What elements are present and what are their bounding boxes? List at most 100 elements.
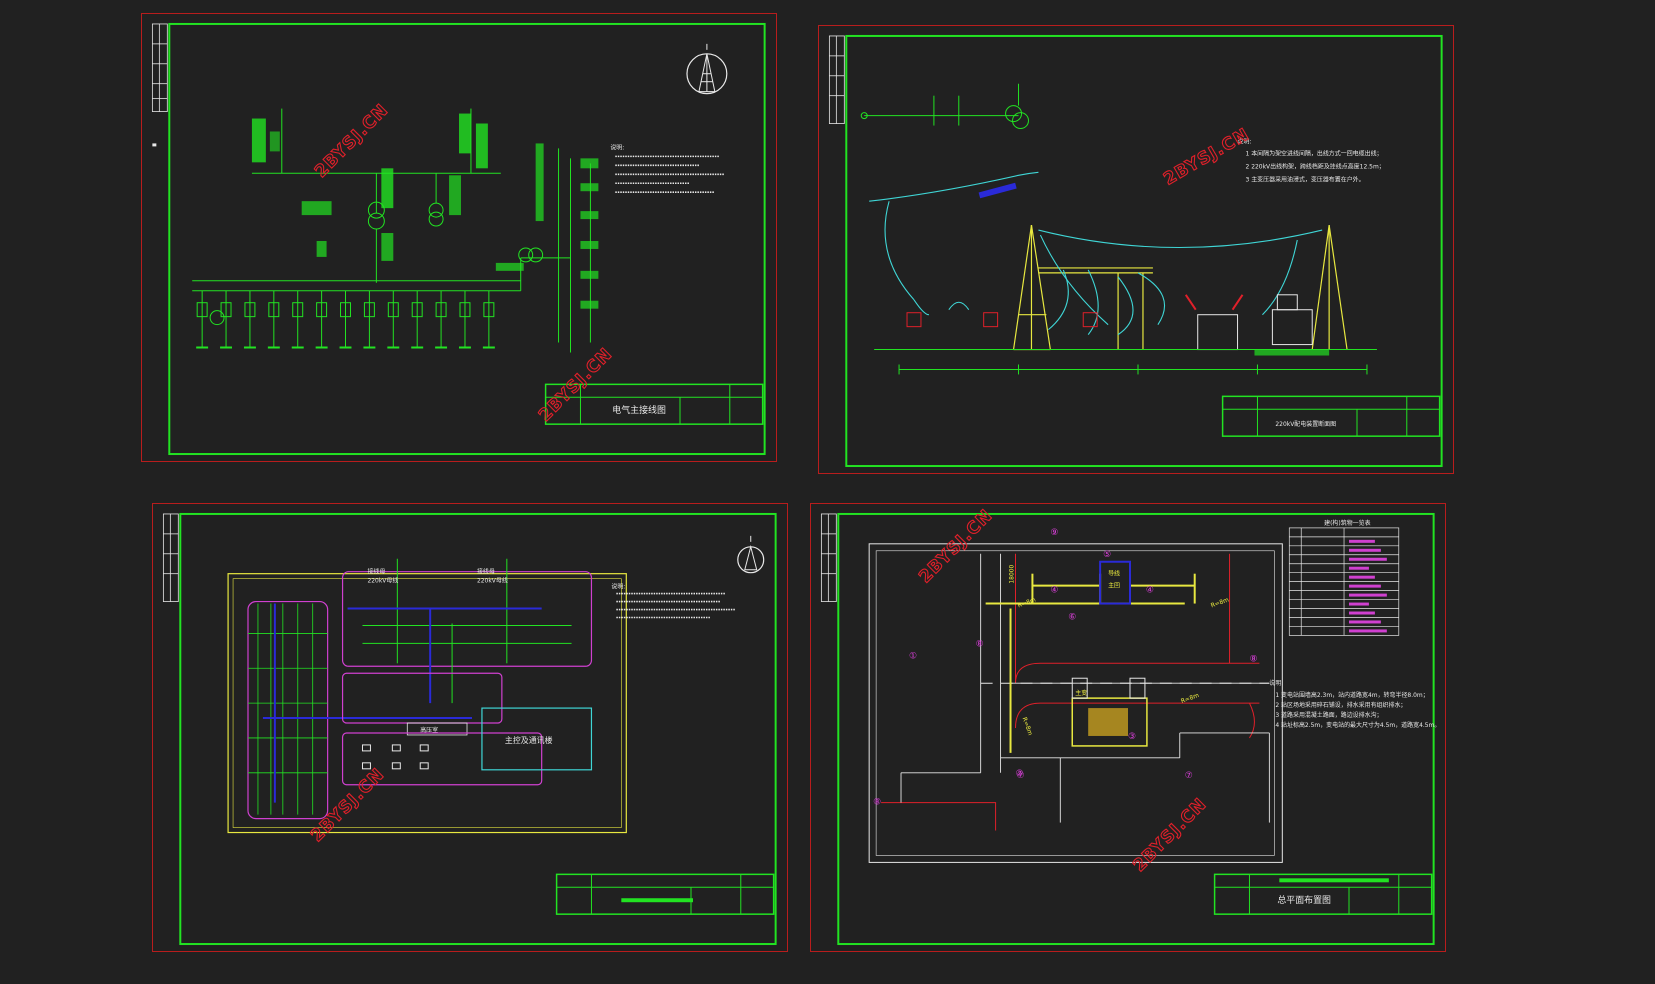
area-number: ⑤: [1103, 550, 1111, 560]
drawing-frame: [845, 34, 1443, 468]
feeder-bays: [196, 290, 495, 349]
gantry-structures: [1012, 225, 1348, 351]
note-line: 2 220kV出线构架，跨线档距及挂线点高度12.5m；: [1246, 162, 1385, 170]
notes-lines: [615, 155, 725, 193]
transformer-area: [341, 672, 503, 724]
area-number: ⑥: [1068, 612, 1076, 622]
small-rooms: [361, 744, 429, 770]
feeder-breaker: [196, 302, 208, 318]
area-number: ④: [1050, 586, 1058, 596]
feeder-breaker: [459, 302, 471, 318]
feeder-breaker: [340, 302, 351, 318]
area-number: ④: [1146, 586, 1154, 596]
bay-right-label: 接线母: [477, 568, 495, 576]
area-number: ①: [909, 651, 917, 661]
road-edges: [900, 553, 1270, 823]
title-block: [555, 873, 775, 915]
note-line: 1 变电站围墙高2.3m，站内道路宽4m，转弯半径8.0m；: [1275, 691, 1428, 699]
table-cell-text: [1349, 629, 1387, 633]
radius-label: R=8m: [1021, 716, 1034, 736]
table-cell-text: [1349, 620, 1381, 624]
hv-room-label: 高压室: [420, 726, 438, 734]
area-number: ③: [1128, 732, 1136, 742]
bay-top-area: [341, 571, 593, 667]
feeder-breaker: [316, 302, 328, 318]
table-cell-text: [1349, 548, 1381, 552]
table-cell-text: [1349, 611, 1375, 615]
drawing-frame: [168, 22, 766, 456]
title-block: [544, 383, 764, 425]
feeder-breaker: [244, 302, 256, 318]
note-line: 2 站区场地采用碎石铺设，排水采用有组织排水；: [1275, 701, 1406, 709]
drawing-frame: [179, 512, 777, 946]
roads: [881, 553, 1260, 831]
bay-equipment: [906, 294, 1330, 356]
bay-left-label: 接线母: [367, 568, 385, 576]
area-number: ⑨: [1050, 528, 1058, 538]
bay-center: [1099, 560, 1131, 605]
bottom-area: [341, 732, 543, 786]
revision-strip: [828, 35, 845, 124]
title-bar: [1279, 878, 1389, 883]
drawing-sheet-main-wiring[interactable]: 说明: 电气主接线图 2BYSJ.CN 2BYSJ.CN: [141, 13, 777, 462]
main-transformer-label: 主变: [1075, 689, 1087, 697]
feeder-breaker: [387, 302, 399, 318]
drawing-frame: [837, 512, 1435, 946]
table-cell-text: [1349, 602, 1369, 606]
feeder-breaker: [292, 302, 304, 318]
bay-left-sublabel: 220kV母线: [367, 577, 398, 585]
sheet-title: 总平面布置图: [1277, 894, 1331, 906]
table-title: 建(构)筑物一览表: [1324, 519, 1370, 527]
title-block: [1213, 873, 1433, 915]
bay-left-area: [247, 600, 329, 820]
control-building-label: 主控及通讯楼: [505, 735, 553, 745]
table-cell-text: [1349, 575, 1375, 579]
table-cell-text: [1349, 593, 1387, 597]
north-arrow-icon: [686, 43, 728, 95]
revision-strip: [151, 23, 168, 112]
drawing-sheet-layout[interactable]: 接线母 220kV母线 接线母 220kV母线 高压室 主控及通讯楼 说明:: [152, 503, 788, 952]
sheet-2-canvas: 说明: 1 本间隔为架空进线间隔，出线方式一回电缆出线； 2 220kV出线构架…: [828, 34, 1443, 468]
note-line: 4 站址标高2.5m，变电站的最大尺寸为4.5m，道路宽4.5m。: [1275, 721, 1440, 729]
ground-and-dimensions: [874, 349, 1377, 375]
drawing-sheet-site-plan[interactable]: 主变 导线 主回 18000 R=8m R=8m R=8m R=8m ① ② ③…: [810, 503, 1446, 952]
area-number: ②: [1016, 769, 1024, 779]
conductors: [869, 171, 1323, 336]
note-line: 3 道路采用混凝土路面，路边设排水沟；: [1275, 711, 1382, 719]
hv-room: [406, 722, 468, 736]
component-blocks: [251, 113, 599, 309]
site-boundary: [227, 573, 627, 834]
sheet-title: 电气主接线图: [612, 404, 666, 416]
bay-right-sublabel: 220kV母线: [477, 577, 508, 585]
sheet-title: 220kV配电装置断面图: [1275, 420, 1336, 428]
title-bar: [621, 898, 694, 903]
radius-label: R=8m: [1017, 596, 1037, 609]
feeder-breaker: [411, 302, 423, 318]
top-bay-lines: [362, 558, 572, 704]
site-boundary-inner: [232, 578, 622, 828]
watermark-text: 2BYSJ.CN: [915, 505, 997, 587]
building-table: [1288, 527, 1400, 636]
feeder-breaker: [220, 302, 232, 318]
notes-heading: 说明:: [610, 143, 624, 151]
revision-strip: [162, 513, 179, 602]
table-cell-text: [1349, 557, 1387, 561]
revision-strip: [820, 513, 837, 602]
center-block-label-b: 主回: [1108, 582, 1120, 590]
drawing-sheet-section[interactable]: 说明: 1 本间隔为架空进线间隔，出线方式一回电缆出线； 2 220kV出线构架…: [818, 25, 1454, 474]
notes-heading: 说明:: [1238, 137, 1252, 145]
area-number: ⑦: [1185, 771, 1193, 781]
center-block-label-a: 导线: [1108, 570, 1120, 578]
area-number: ⑧: [1249, 654, 1257, 664]
sheet-1-canvas: 说明: 电气主接线图 2BYSJ.CN 2BYSJ.CN: [151, 22, 766, 456]
single-line-sketch: [860, 83, 1029, 130]
sheet-3-canvas: 接线母 220kV母线 接线母 220kV母线 高压室 主控及通讯楼 说明:: [162, 512, 777, 946]
north-arrow-icon: [737, 535, 765, 574]
site-wall: [868, 543, 1283, 863]
dimension-label: 18000: [1009, 564, 1016, 583]
feeder-breaker: [483, 302, 495, 318]
watermark-text: 2BYSJ.CN: [310, 99, 392, 181]
watermark-text: 2BYSJ.CN: [1129, 794, 1211, 876]
radius-label: R=8m: [1210, 596, 1230, 609]
notes-heading: 说明:: [1269, 679, 1283, 687]
